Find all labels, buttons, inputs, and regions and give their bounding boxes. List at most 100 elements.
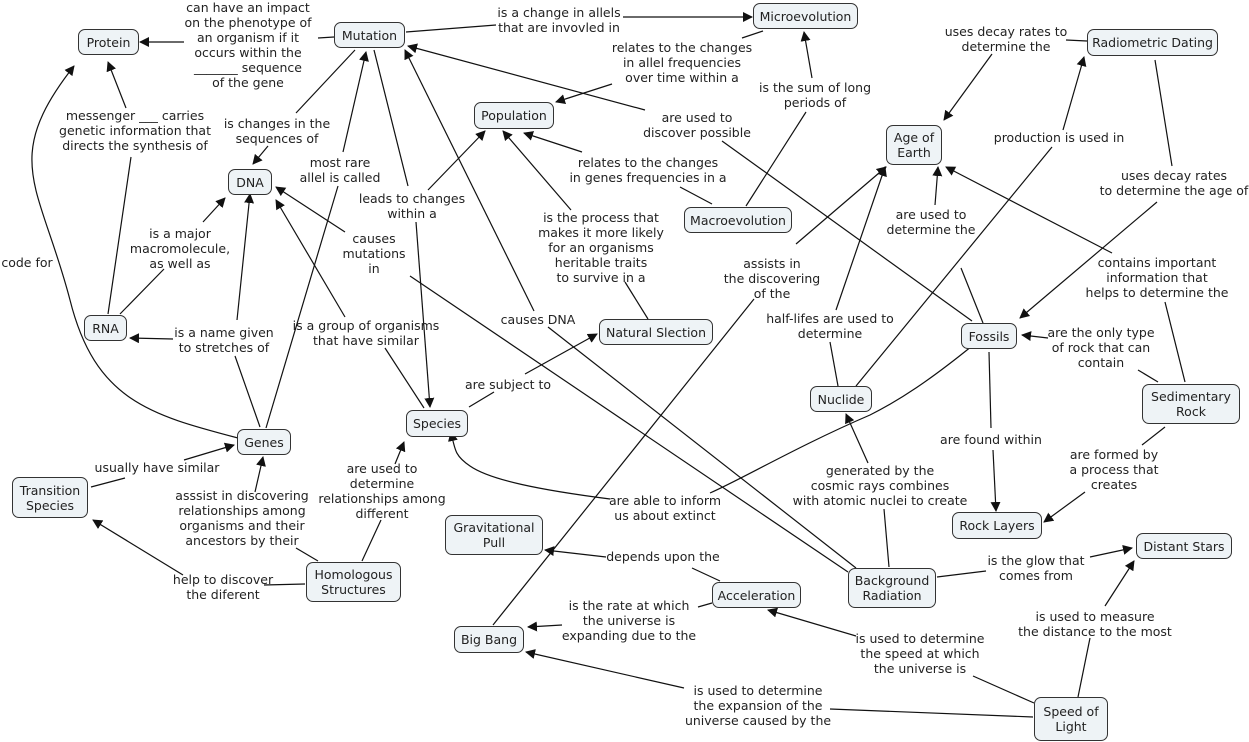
link-label: relates to the changes in allel frequenc… bbox=[611, 40, 753, 85]
node-gravitational-pull[interactable]: Gravitational Pull bbox=[445, 515, 543, 555]
edge bbox=[1077, 637, 1091, 698]
edge bbox=[106, 61, 127, 109]
edge bbox=[800, 31, 813, 79]
link-label: assists in the discovering of the bbox=[723, 256, 821, 301]
edge bbox=[1089, 544, 1133, 558]
edge bbox=[361, 519, 382, 562]
edge bbox=[835, 166, 887, 311]
edge bbox=[1104, 560, 1135, 607]
edge bbox=[265, 185, 339, 429]
edge bbox=[524, 333, 598, 375]
node-rock-layers[interactable]: Rock Layers bbox=[952, 512, 1042, 539]
node-rna[interactable]: RNA bbox=[84, 315, 127, 341]
edge bbox=[263, 583, 306, 586]
edge bbox=[709, 345, 973, 494]
link-label: is a major macromolecule, as well as bbox=[129, 226, 231, 271]
edge bbox=[275, 186, 346, 233]
node-genes[interactable]: Genes bbox=[237, 429, 291, 455]
node-big-bang[interactable]: Big Bang bbox=[454, 626, 524, 653]
edge bbox=[547, 326, 857, 569]
link-label: is a name given to stretches of bbox=[174, 325, 274, 355]
node-dna[interactable]: DNA bbox=[228, 169, 272, 195]
node-sedimentary-rock[interactable]: Sedimentary Rock bbox=[1142, 384, 1240, 424]
edge bbox=[448, 431, 611, 500]
node-distant-stars[interactable]: Distant Stars bbox=[1136, 533, 1232, 559]
edge bbox=[988, 351, 992, 429]
node-macroevolution[interactable]: Macroevolution bbox=[684, 207, 792, 233]
link-label: is used to determine the expansion of th… bbox=[684, 683, 832, 728]
link-label: uses decay rates to determine the bbox=[944, 24, 1068, 54]
edge bbox=[767, 607, 857, 637]
node-speed-of-light[interactable]: Speed of Light bbox=[1034, 697, 1108, 741]
link-label: help to discover the diferent bbox=[172, 572, 274, 602]
edge bbox=[404, 49, 535, 312]
link-label: is used to determine the speed at which … bbox=[855, 631, 985, 676]
edge bbox=[468, 391, 495, 408]
edge bbox=[829, 708, 1034, 718]
edge bbox=[1062, 56, 1087, 131]
edge bbox=[1065, 39, 1088, 42]
edge bbox=[795, 166, 887, 245]
link-label: half-lifes are used to determine bbox=[766, 311, 894, 341]
link-label: are found within bbox=[940, 432, 1042, 447]
node-species[interactable]: Species bbox=[406, 410, 468, 437]
link-label: is the rate at which the universe is exp… bbox=[561, 598, 697, 643]
edge bbox=[544, 546, 607, 558]
link-label: is the sum of long periods of bbox=[758, 80, 872, 110]
edge bbox=[502, 130, 572, 211]
node-population[interactable]: Population bbox=[474, 102, 554, 129]
link-label: is a group of organisms that have simila… bbox=[292, 318, 440, 348]
edge bbox=[523, 131, 583, 153]
link-label: are the only type of rock that can conta… bbox=[1047, 325, 1155, 370]
link-label: is changes in the sequences of bbox=[223, 116, 331, 146]
node-acceleration[interactable]: Acceleration bbox=[712, 582, 801, 608]
edge bbox=[945, 166, 1113, 254]
edge bbox=[721, 140, 973, 322]
node-homologous-structures[interactable]: Homologous Structures bbox=[306, 562, 401, 602]
node-protein[interactable]: Protein bbox=[78, 29, 139, 55]
link-label: asssist in discovering relationships amo… bbox=[175, 488, 309, 548]
edge bbox=[415, 221, 435, 408]
edge bbox=[342, 51, 369, 153]
node-nuclide[interactable]: Nuclide bbox=[810, 386, 872, 412]
edge bbox=[943, 53, 993, 121]
link-label: depends upon the bbox=[606, 549, 720, 564]
edge bbox=[741, 30, 764, 39]
edge bbox=[527, 621, 563, 632]
link-label: is used to measure the distance to the m… bbox=[1018, 609, 1172, 639]
edge bbox=[1164, 301, 1186, 383]
link-label: generated by the cosmic rays combines wi… bbox=[792, 463, 968, 508]
node-transition-species[interactable]: Transition Species bbox=[12, 477, 88, 518]
link-label: production is used in bbox=[993, 130, 1125, 145]
node-microevolution[interactable]: Microevolution bbox=[753, 3, 858, 29]
edge bbox=[492, 298, 755, 626]
link-label: usually have similar bbox=[94, 460, 220, 475]
edge bbox=[932, 166, 943, 206]
node-fossils[interactable]: Fossils bbox=[961, 323, 1017, 349]
link-label: causes DNA bbox=[500, 312, 576, 327]
node-mutation[interactable]: Mutation bbox=[334, 22, 405, 48]
edge bbox=[407, 43, 646, 111]
link-label: code for bbox=[1, 255, 53, 270]
edge bbox=[317, 36, 335, 39]
edge bbox=[202, 197, 226, 223]
edge bbox=[1141, 426, 1166, 446]
edge bbox=[972, 675, 1035, 704]
link-label: leads to changes within a bbox=[358, 191, 466, 221]
node-radiometric-dating[interactable]: Radiometric Dating bbox=[1087, 29, 1218, 56]
link-label: messenger ___ carries genetic informatio… bbox=[59, 108, 211, 153]
link-label: is the process that makes it more likely… bbox=[538, 210, 664, 285]
edge bbox=[254, 456, 266, 493]
link-label: can have an impact on the phenotype of a… bbox=[184, 0, 312, 90]
node-background-radiation[interactable]: Background Radiation bbox=[848, 568, 936, 608]
edge bbox=[90, 477, 126, 488]
edge bbox=[1019, 201, 1158, 319]
link-label: uses decay rates to determine the age of bbox=[1099, 168, 1249, 198]
link-label: are able to inform us about extinct bbox=[609, 493, 721, 523]
node-age-of-earth[interactable]: Age of Earth bbox=[886, 125, 942, 165]
link-label: are formed by a process that creates bbox=[1069, 447, 1159, 492]
edge bbox=[936, 570, 987, 578]
edge bbox=[295, 49, 356, 114]
edge bbox=[295, 547, 319, 562]
node-natural-selection[interactable]: Natural Slection bbox=[599, 319, 713, 345]
